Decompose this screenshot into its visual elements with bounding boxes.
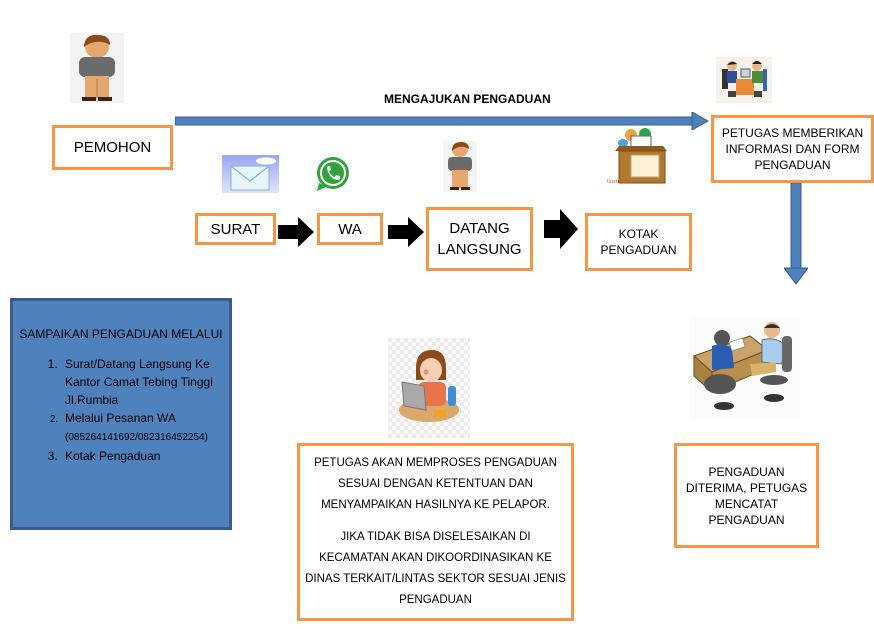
process-line: KECAMATAN AKAN DIKOORDINASIKAN KE <box>319 552 552 564</box>
officers-desk-icon <box>716 57 772 103</box>
channel-wa-box: WA <box>317 213 383 245</box>
walk-in-person-icon <box>443 141 477 192</box>
info-panel-item: Kotak Pengaduan <box>61 447 231 465</box>
channel-letter-box: SURAT <box>195 213 276 245</box>
info-panel-item: Melalui Pesanan WA (085264141692/08231645… <box>61 409 231 447</box>
main-flow-arrow <box>175 112 709 130</box>
arrow-right-icon <box>278 217 314 247</box>
process-line: MENYAMPAIKAN HASILNYA KE PELAPOR. <box>321 499 550 511</box>
received-line: DITERIMA, PETUGAS <box>685 480 808 495</box>
officer-info-line-2: INFORMASI DAN FORM <box>725 142 860 156</box>
info-panel-phone-numbers: (085264141692/082316452254) <box>65 432 208 443</box>
svg-text:Ilustrasi: Ilustrasi <box>607 179 627 185</box>
info-panel-item-text: Kotak Pengaduan <box>65 449 161 463</box>
submit-complaint-label: MENGAJUKAN PENGADUAN <box>384 92 551 106</box>
channel-complaint-line-1: KOTAK <box>618 227 659 241</box>
meeting-icon <box>690 318 800 418</box>
process-line: DINAS TERKAIT/LINTAS SEKTOR SESUAI JENIS <box>305 573 566 585</box>
info-panel-item-text: Surat/Datang Langsung Ke Kantor Camat Te… <box>65 357 213 407</box>
channel-walk-in-box: DATANG LANGSUNG <box>426 207 533 271</box>
whatsapp-icon <box>310 155 355 193</box>
process-box: PETUGAS AKAN MEMPROSES PENGADUAN SESUAI … <box>297 443 574 621</box>
channel-walk-in-line-2: LANGSUNG <box>437 241 522 258</box>
channel-wa-label: WA <box>338 220 362 238</box>
channel-complaint-box: KOTAK PENGADUAN <box>585 213 692 271</box>
arrow-right-icon <box>544 209 578 249</box>
process-line: SESUAI DENGAN KETENTUAN DAN <box>338 478 533 490</box>
process-line: JIKA TIDAK BISA DISELESAIKAN DI <box>340 531 531 543</box>
received-line: PENGADUAN <box>708 464 785 479</box>
info-panel: SAMPAIKAN PENGADUAN MELALUI Surat/Datang… <box>10 298 232 530</box>
channel-complaint-line-2: PENGADUAN <box>600 243 677 257</box>
applicant-person-icon <box>70 33 124 103</box>
info-panel-item-text: Melalui Pesanan WA <box>65 411 176 425</box>
info-panel-title: SAMPAIKAN PENGADUAN MELALUI <box>19 327 223 341</box>
officer-laptop-icon <box>388 338 470 438</box>
officer-info-line-1: PETUGAS MEMBERIKAN <box>721 126 864 140</box>
officer-info-line-3: PENGADUAN <box>754 158 831 172</box>
envelope-icon <box>222 155 279 193</box>
down-flow-arrow <box>784 183 808 285</box>
complaint-box-icon: Ilustrasi <box>605 126 673 190</box>
officer-info-box: PETUGAS MEMBERIKAN INFORMASI DAN FORM PE… <box>711 115 874 183</box>
channel-letter-label: SURAT <box>210 220 261 238</box>
channel-walk-in-line-1: DATANG <box>449 220 510 237</box>
info-panel-item: Surat/Datang Langsung Ke Kantor Camat Te… <box>61 355 231 409</box>
received-line: PENGADUAN <box>708 512 785 527</box>
info-panel-list: Surat/Datang Langsung Ke Kantor Camat Te… <box>21 355 231 465</box>
process-paragraph-2: JIKA TIDAK BISA DISELESAIKAN DI KECAMATA… <box>305 527 566 611</box>
applicant-box: PEMOHON <box>52 125 173 170</box>
process-paragraph-1: PETUGAS AKAN MEMPROSES PENGADUAN SESUAI … <box>314 453 557 516</box>
received-line: MENCATAT <box>714 496 779 511</box>
process-line: PETUGAS AKAN MEMPROSES PENGADUAN <box>314 457 557 469</box>
process-line: PENGADUAN <box>399 594 472 606</box>
arrow-right-icon <box>388 217 424 247</box>
applicant-label: PEMOHON <box>73 139 152 156</box>
received-box: PENGADUAN DITERIMA, PETUGAS MENCATAT PEN… <box>674 443 819 548</box>
